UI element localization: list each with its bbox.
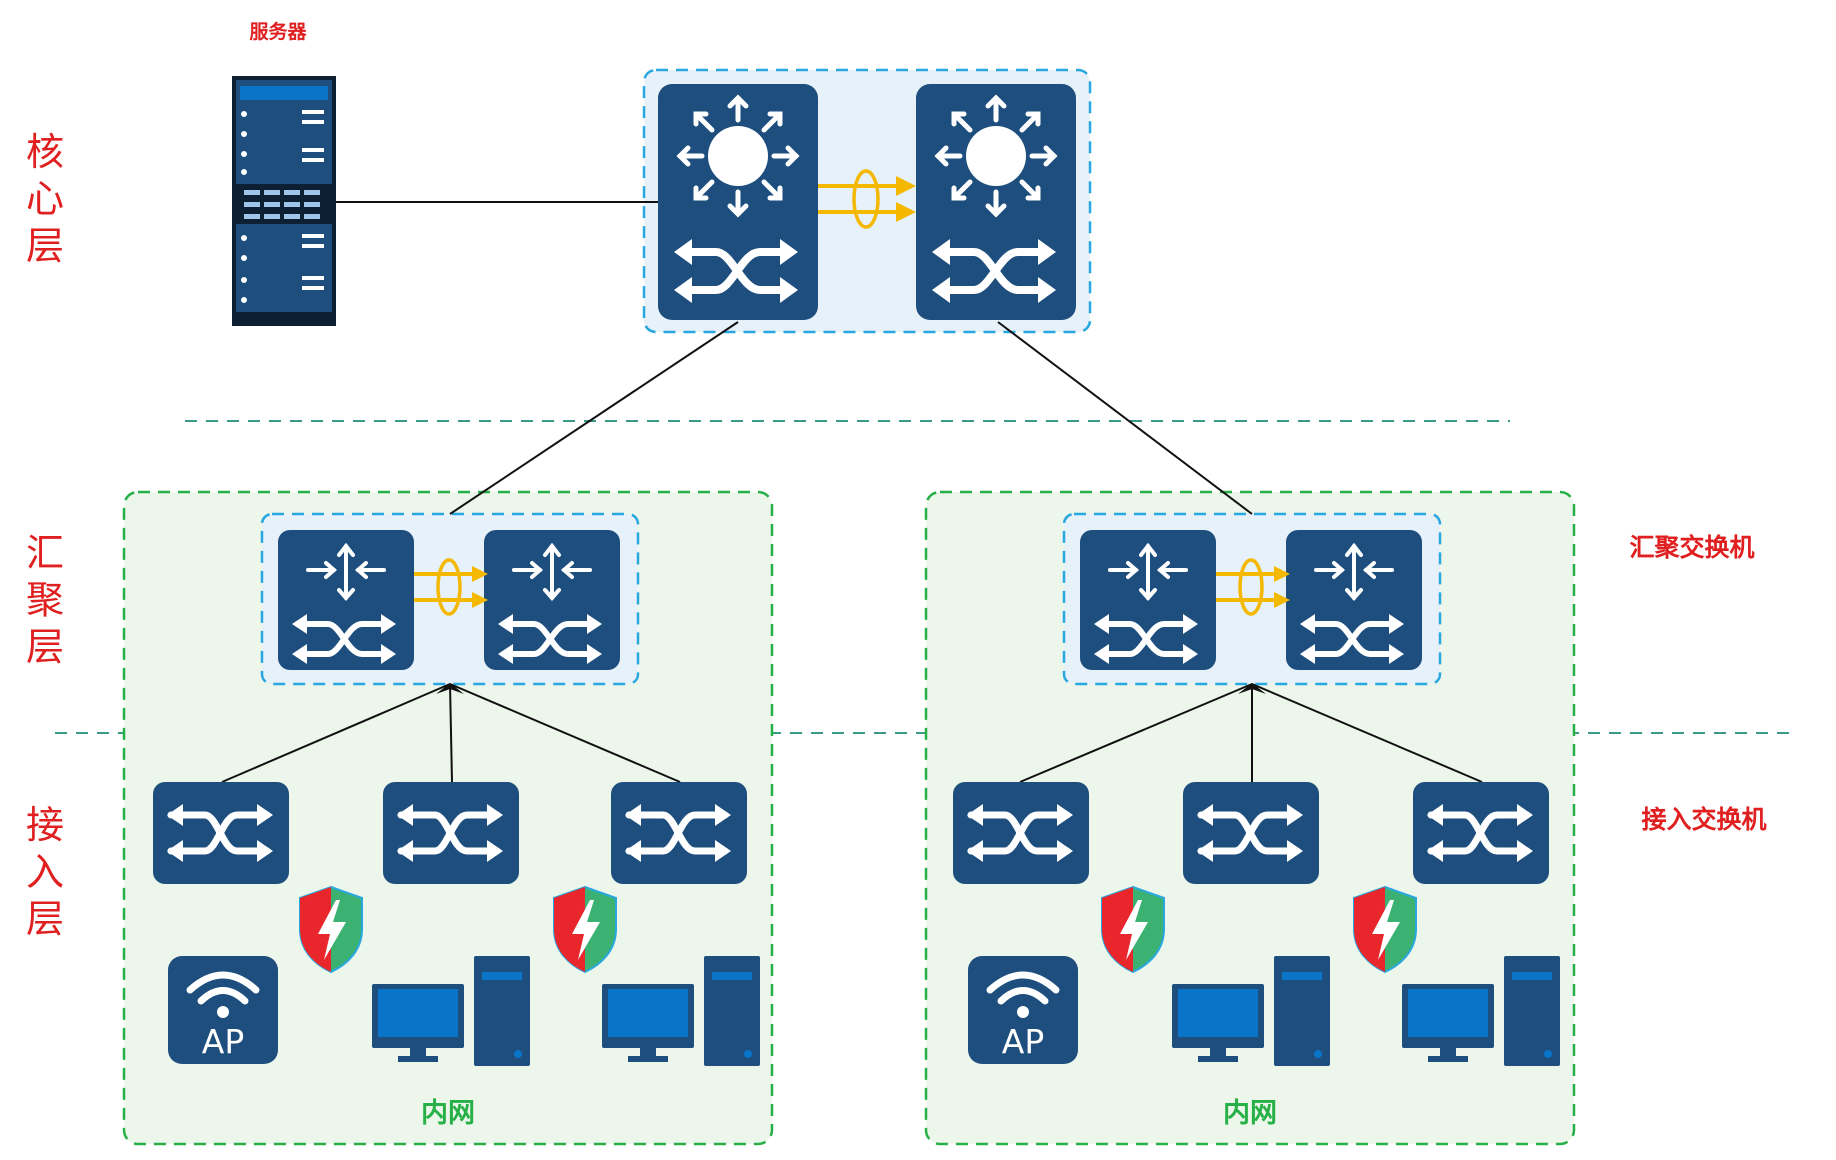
- core-switch-right-icon[interactable]: [916, 84, 1076, 320]
- uplink-arrowhead-right: [1238, 683, 1266, 694]
- aggregation-switch-right-b-icon[interactable]: [1286, 530, 1422, 670]
- svg-text:入: 入: [26, 850, 64, 894]
- access-switch-label: 接入交换机: [1641, 805, 1766, 834]
- aggregation-switch-left-b-icon[interactable]: [484, 530, 620, 670]
- svg-text:核: 核: [26, 130, 64, 174]
- core-stack-link: [818, 169, 916, 229]
- aggregation-switch-left-a-icon[interactable]: [278, 530, 414, 670]
- server-label: 服务器: [249, 20, 307, 43]
- access-switch-left-2-icon[interactable]: [383, 782, 519, 884]
- access-layer-label: 接 入 层: [26, 803, 64, 941]
- svg-text:汇: 汇: [26, 531, 64, 575]
- aggregation-layer-label: 汇 聚 层: [26, 531, 64, 669]
- access-switch-right-1-icon[interactable]: [953, 782, 1089, 884]
- svg-text:心: 心: [26, 177, 64, 221]
- ap-left-label: AP: [202, 1022, 244, 1061]
- ap-right-label: AP: [1002, 1022, 1044, 1061]
- aggregation-switch-label: 汇聚交换机: [1629, 533, 1754, 562]
- connection-lines: [221, 201, 1483, 783]
- aggregation-switch-right-a-icon[interactable]: [1080, 530, 1216, 670]
- aggregation-stack-link-right: [1216, 558, 1290, 616]
- core-switch-left-icon[interactable]: [658, 84, 818, 320]
- svg-text:层: 层: [26, 897, 64, 941]
- access-switch-right-3-icon[interactable]: [1413, 782, 1549, 884]
- access-switch-left-3-icon[interactable]: [611, 782, 747, 884]
- server-rack-icon[interactable]: [232, 76, 336, 326]
- access-switch-left-1-icon[interactable]: [153, 782, 289, 884]
- uplink-arrowhead-left: [436, 683, 464, 694]
- intranet-left-label: 内网: [421, 1098, 475, 1129]
- svg-text:层: 层: [26, 625, 64, 669]
- svg-text:接: 接: [26, 803, 64, 847]
- core-layer-label: 核 心 层: [26, 130, 64, 268]
- svg-text:层: 层: [26, 224, 64, 268]
- aggregation-stack-link-left: [414, 558, 488, 616]
- intranet-right-label: 内网: [1223, 1098, 1277, 1129]
- access-switch-right-2-icon[interactable]: [1183, 782, 1319, 884]
- svg-text:聚: 聚: [26, 578, 64, 622]
